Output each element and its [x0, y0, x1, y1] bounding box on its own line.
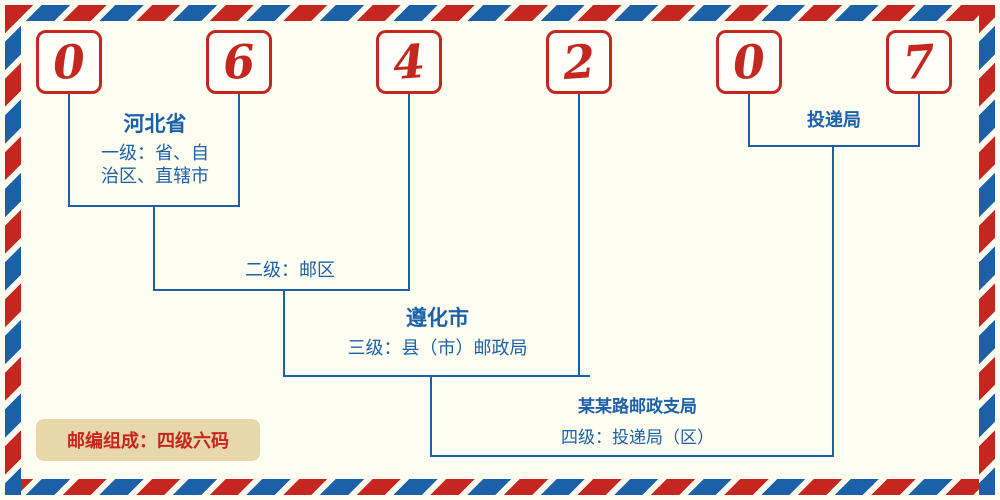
connector-line: [430, 455, 834, 457]
connector-line: [283, 375, 590, 377]
digit-2: 6: [221, 33, 257, 91]
connector-line: [748, 145, 920, 147]
connector-line: [430, 375, 432, 457]
digit-box-2: 6: [206, 30, 272, 94]
connector-line: [832, 145, 834, 457]
airmail-border-left: [5, 5, 21, 495]
level4-office-label: 投递局: [807, 110, 861, 131]
connector-line: [283, 289, 285, 377]
connector-line: [748, 94, 750, 147]
connector-line: [238, 94, 240, 207]
connector-line: [153, 289, 410, 291]
level1-desc-line2: 治区、直辖市: [101, 166, 209, 187]
composition-box: 邮编组成：四级六码: [36, 419, 260, 461]
digit-box-3: 4: [376, 30, 442, 94]
digit-box-1: 0: [36, 30, 102, 94]
digit-box-5: 0: [716, 30, 782, 94]
connector-line: [68, 94, 70, 207]
connector-line: [578, 94, 580, 377]
level4-branch-label: 某某路邮政支局: [578, 397, 697, 417]
level3-region-label: 遵化市: [406, 306, 469, 330]
level2-desc-label: 二级：邮区: [245, 260, 335, 281]
connector-line: [153, 205, 155, 291]
digit-box-6: 7: [886, 30, 952, 94]
digit-4: 2: [561, 33, 597, 91]
level4-desc-label: 四级：投递局（区）: [561, 428, 714, 448]
connector-line: [918, 94, 920, 147]
composition-label: 邮编组成：四级六码: [67, 431, 229, 452]
airmail-border-top: [5, 5, 995, 21]
digit-1: 0: [51, 33, 87, 91]
digit-3: 4: [391, 33, 427, 91]
level1-desc-line1: 一级：省、自: [101, 143, 209, 164]
digit-6: 7: [901, 33, 937, 91]
connector-line: [408, 94, 410, 291]
airmail-border-right: [979, 5, 995, 495]
airmail-border-bottom: [5, 479, 995, 495]
digit-box-4: 2: [546, 30, 612, 94]
digit-5: 0: [731, 33, 767, 91]
level3-desc-label: 三级：县（市）邮政局: [347, 338, 528, 359]
level1-region-label: 河北省: [123, 112, 187, 136]
